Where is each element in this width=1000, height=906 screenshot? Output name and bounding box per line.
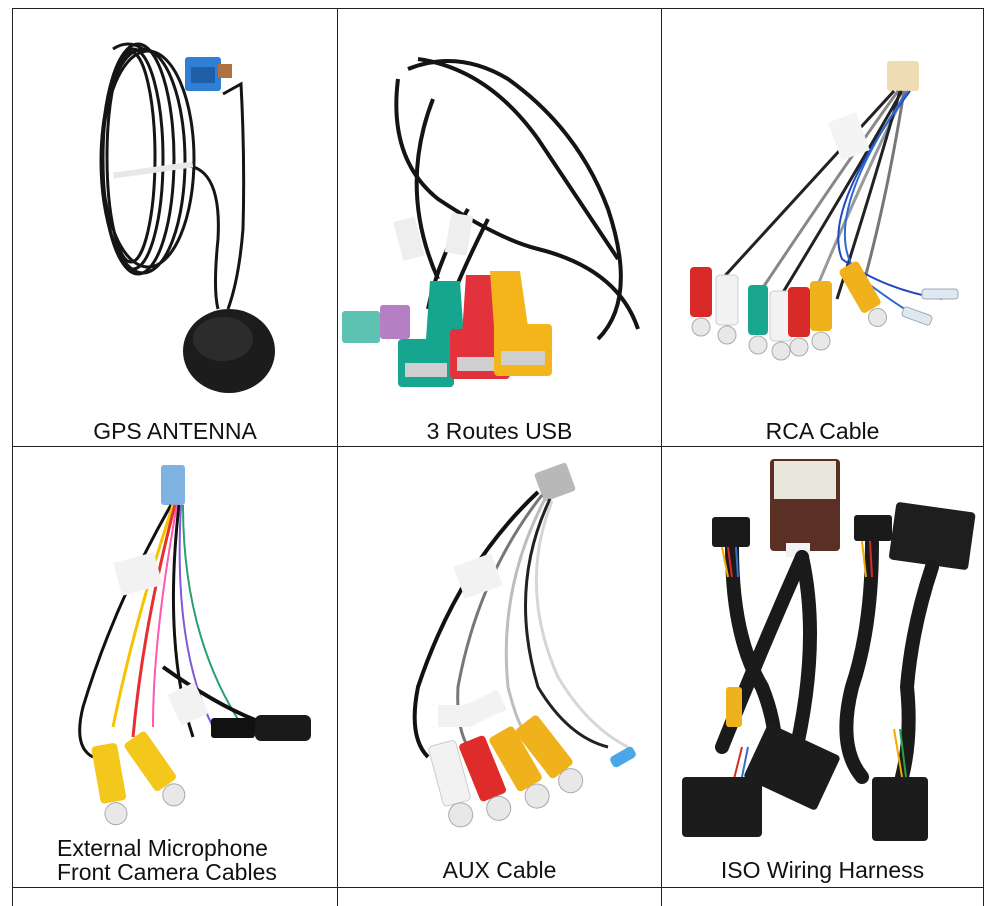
grid-right-border bbox=[983, 8, 984, 906]
iso-harness-image bbox=[682, 459, 976, 841]
grid-left-border bbox=[12, 8, 13, 906]
grid-middle-border bbox=[12, 446, 984, 447]
grid-top-border bbox=[12, 8, 984, 9]
rca-cable-image bbox=[690, 61, 959, 361]
aux-cable-image bbox=[412, 462, 636, 828]
product-caption: GPS ANTENNA bbox=[93, 418, 257, 444]
product-cell-usb: 3 Routes USB bbox=[338, 9, 661, 446]
product-cell-gps-antenna: GPS ANTENNA bbox=[13, 9, 337, 446]
grid-divider-1 bbox=[337, 8, 338, 906]
usb-cable-image bbox=[342, 57, 640, 387]
product-cell-iso: ISO Wiring Harness bbox=[662, 447, 983, 887]
grid-divider-2 bbox=[661, 8, 662, 906]
product-caption: AUX Cable bbox=[442, 857, 557, 883]
product-caption: RCA Cable bbox=[765, 418, 880, 444]
caption-line: Front Camera Cables bbox=[57, 859, 277, 885]
product-cell-aux: AUX Cable bbox=[338, 447, 661, 887]
gps-antenna-image bbox=[99, 42, 275, 393]
grid-lower-border bbox=[12, 887, 984, 888]
product-caption: ISO Wiring Harness bbox=[720, 857, 925, 883]
product-cell-mic-camera: External Microphone Front Camera Cables bbox=[13, 447, 337, 887]
product-caption: 3 Routes USB bbox=[426, 418, 573, 444]
mic-camera-cable-image bbox=[78, 465, 311, 826]
product-cell-rca: RCA Cable bbox=[662, 9, 983, 446]
caption-line: External Microphone bbox=[57, 835, 268, 861]
product-caption: External Microphone Front Camera Cables bbox=[57, 836, 277, 884]
